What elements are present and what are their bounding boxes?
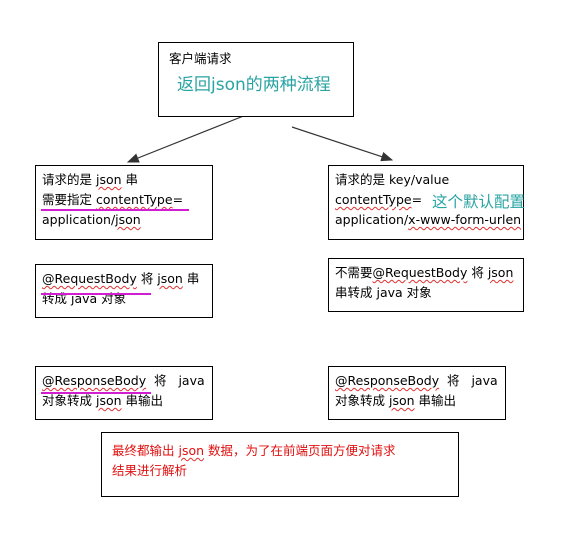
- left-box1-line3: application/json: [42, 212, 141, 227]
- left-box2-highlight-underline: [41, 293, 151, 295]
- top-subtitle: 返回json的两种流程: [177, 75, 331, 95]
- right-box1-line2: contentType=: [335, 192, 423, 207]
- right-box3-line2: 对象转成 json 串输出: [335, 393, 457, 408]
- right-box2-line2: 串转成 java 对象: [335, 285, 432, 300]
- left-box1-line2: 需要指定 contentType=: [42, 192, 184, 207]
- right-box-no-requestbody: 不需要@RequestBody 将 json 串转成 java 对象: [328, 258, 524, 312]
- right-box1-note: 这个默认配置: [432, 193, 526, 211]
- top-box: 客户端请求 返回json的两种流程: [158, 42, 354, 117]
- right-box3-line1: @ResponseBody 将 java: [335, 373, 498, 388]
- left-box2-line1: @RequestBody 将 json 串: [42, 271, 200, 286]
- right-box-kv-request: 请求的是 key/value contentType= application/…: [328, 165, 524, 240]
- bottom-conclusion-box: 最终都输出 json 数据，为了在前端页面方便对请求 结果进行解析: [101, 432, 459, 497]
- left-box-json-request: 请求的是 json 串 需要指定 contentType= applicatio…: [35, 165, 213, 240]
- left-box2-line2: 转成 java 对象: [42, 291, 127, 306]
- left-box3-line1: @ResponseBody 将 java: [42, 373, 205, 388]
- right-box1-line1: 请求的是 key/value: [335, 172, 450, 187]
- left-box1-highlight-underline: [41, 209, 189, 211]
- right-box1-line3: application/x-www-form-urlen: [335, 212, 522, 227]
- right-box2-line1: 不需要@RequestBody 将 json: [335, 265, 514, 280]
- left-box1-line1: 请求的是 json 串: [42, 172, 139, 187]
- right-box-responsebody: @ResponseBody 将 java 对象转成 json 串输出: [328, 366, 506, 420]
- arrow-left: [126, 114, 247, 163]
- left-box3-line2: 对象转成 json 串输出: [42, 393, 164, 408]
- bottom-line1: 最终都输出 json 数据，为了在前端页面方便对请求: [112, 443, 396, 458]
- left-box-requestbody: @RequestBody 将 json 串 转成 java 对象: [35, 264, 213, 318]
- arrow-right: [291, 126, 394, 162]
- left-box3-highlight-underline: [41, 392, 151, 394]
- top-title: 客户端请求: [169, 51, 232, 66]
- bottom-line2: 结果进行解析: [112, 463, 188, 478]
